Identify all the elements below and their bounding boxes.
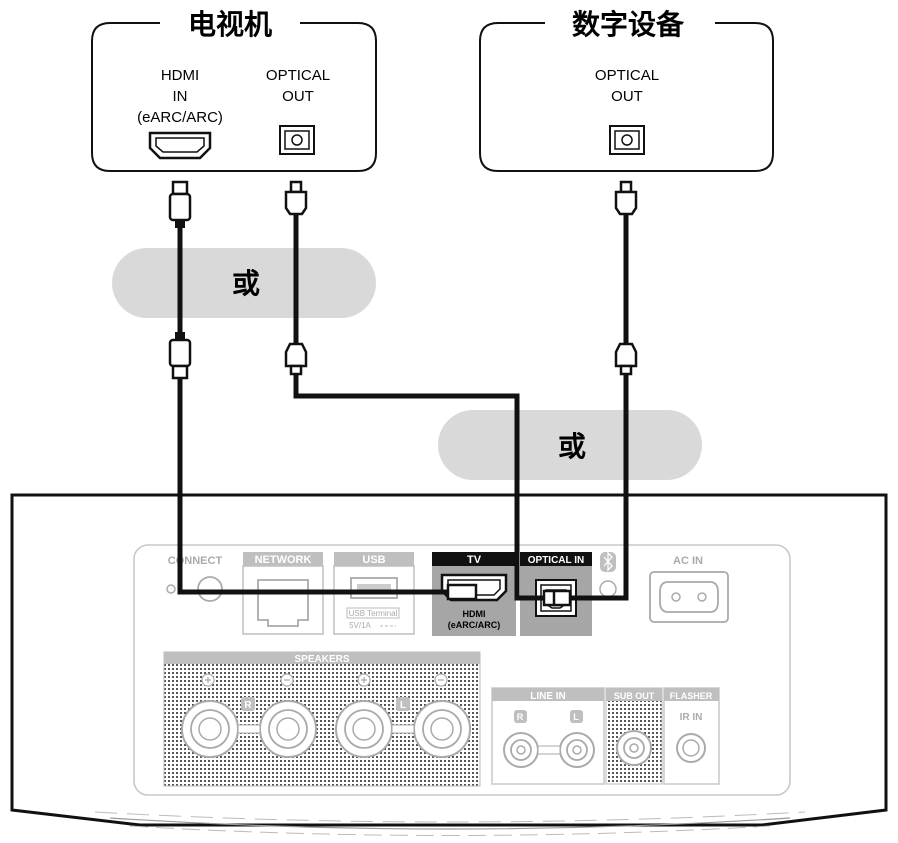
tv-optical-cable	[284, 180, 562, 607]
speaker-r-label: R	[244, 700, 252, 711]
speakers-label: SPEAKERS	[294, 654, 349, 665]
optical-in-label: OPTICAL IN	[528, 555, 584, 566]
or-label-1: 或	[232, 267, 260, 300]
tv-optical-label-2: OUT	[282, 88, 314, 105]
tv-optical-port-icon	[279, 125, 315, 155]
line-in-r-label: R	[517, 712, 524, 722]
speaker-binding-post-icon	[181, 700, 239, 758]
tv-optical-label-1: OPTICAL	[266, 67, 330, 84]
speaker-binding-post-icon	[413, 700, 471, 758]
hdmi-cable	[168, 180, 478, 601]
network-label: NETWORK	[255, 554, 312, 566]
bluetooth-icon	[600, 551, 616, 572]
digital-optical-port-icon	[609, 125, 645, 155]
tv-hdmi-label-2: IN	[173, 88, 188, 105]
ir-in-label: IR IN	[680, 712, 703, 723]
hdmi-port-label-2: (eARC/ARC)	[448, 620, 501, 630]
usb-power-label: 5V/1A	[349, 621, 371, 630]
connect-label: CONNECT	[168, 555, 223, 567]
tv-hdmi-label-3: (eARC/ARC)	[137, 109, 223, 126]
tv-hdmi-port-icon	[148, 131, 212, 160]
network-port-frame	[242, 565, 324, 635]
rca-jack-icon	[503, 732, 539, 768]
digital-device: 数字设备 OPTICAL OUT	[479, 8, 774, 172]
connect-led-icon	[166, 584, 176, 594]
usb-label-bg	[334, 552, 414, 566]
ac-power-socket-icon	[649, 571, 729, 623]
tv-hdmi-label-1: HDMI	[161, 67, 199, 84]
tv-device: 电视机 HDMI IN (eARC/ARC) OPTICAL OUT	[91, 8, 377, 172]
usb-label: USB	[362, 554, 385, 566]
rca-jack-icon	[559, 732, 595, 768]
ir-jack-icon	[676, 733, 706, 763]
usb-terminal-label: USB Terminal	[349, 609, 398, 618]
flasher-section: FLASHER IR IN	[663, 687, 720, 785]
speaker-terminals: SPEAKERS R L	[163, 651, 481, 787]
sub-out-label: SUB OUT	[614, 691, 655, 701]
line-in-l-label: L	[573, 712, 579, 722]
line-in-label: LINE IN	[530, 691, 566, 702]
or-bubble-2: 或	[438, 410, 702, 480]
digital-title: 数字设备	[572, 8, 685, 41]
speaker-binding-post-icon	[259, 700, 317, 758]
ac-in-label: AC IN	[673, 555, 703, 567]
or-label-2: 或	[558, 430, 586, 463]
usb-port-icon	[350, 577, 398, 599]
tv-label: TV	[467, 554, 482, 566]
speaker-l-label: L	[400, 700, 406, 711]
rca-jack-icon	[616, 730, 652, 766]
digital-optical-cable	[552, 180, 638, 607]
sub-out-section: SUB OUT	[605, 687, 663, 785]
line-in-section: LINE IN R L	[491, 687, 605, 785]
hdmi-port-label-1: HDMI	[463, 609, 486, 619]
usb-port-frame	[333, 565, 415, 635]
network-label-bg	[243, 552, 323, 566]
tv-title: 电视机	[188, 8, 272, 41]
or-bubble-1: 或	[112, 248, 376, 318]
digital-optical-label-1: OPTICAL	[595, 67, 659, 84]
receiver-unit: CONNECT NETWORK USB USB Terminal 5V/1A T…	[10, 493, 888, 836]
flasher-label: FLASHER	[670, 691, 713, 701]
digital-optical-label-2: OUT	[611, 88, 643, 105]
connect-button	[197, 576, 223, 602]
bluetooth-led-icon	[599, 580, 617, 598]
speaker-binding-post-icon	[335, 700, 393, 758]
